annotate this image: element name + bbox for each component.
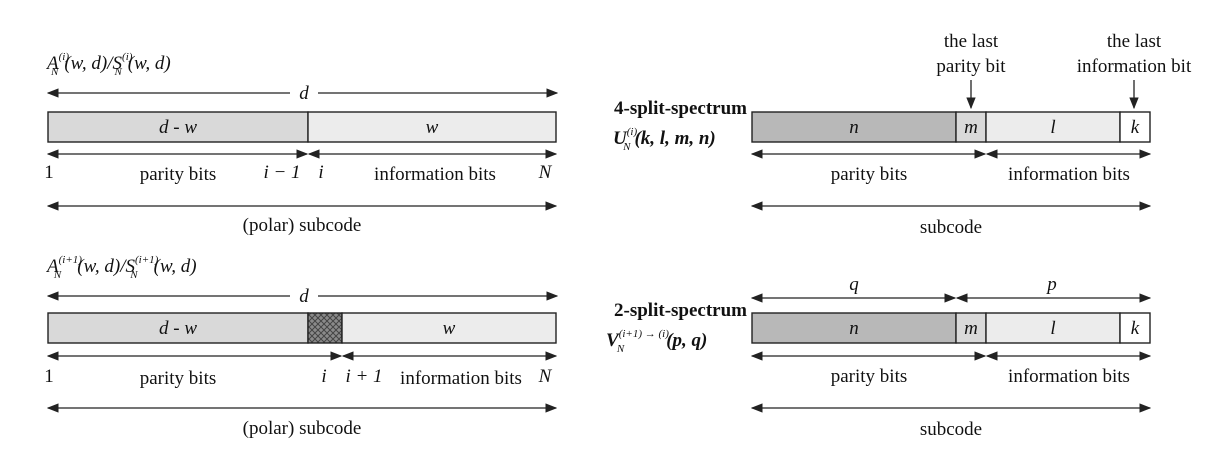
right-bottom-panel: q p 2-split-spectrum V(i+1) → (i)N(p, q)… [606, 274, 1152, 440]
right-bottom-seg-k [1119, 312, 1151, 344]
right-top-label-m: m [964, 117, 978, 138]
left-bottom-info-segment [341, 312, 557, 344]
right-bottom-q-label: q [849, 274, 859, 295]
right-bottom-info-label: information bits [1008, 366, 1130, 387]
left-top-panel: A(i)N(w, d)/S(i)N(w, d) d d - w w 1 pari… [44, 51, 559, 236]
left-bottom-idx-N: N [538, 366, 553, 387]
right-bottom-label-l: l [1050, 318, 1055, 339]
left-top-seg-dw: d - w [159, 117, 197, 138]
left-top-idx-i: i [318, 162, 323, 183]
left-bottom-idx-i: i [321, 366, 326, 387]
left-bottom-panel: A(i+1)N(w, d)/S(i+1)N(w, d) d d - w w 1 … [44, 254, 559, 439]
last-info-line2: information bit [1077, 56, 1192, 77]
left-bottom-hatched-bit [307, 312, 343, 344]
right-bottom-label-m: m [964, 318, 978, 339]
last-info-line1: the last [1107, 31, 1162, 52]
left-bottom-d-label: d [299, 286, 309, 307]
left-bottom-idx-1: 1 [44, 366, 54, 387]
left-top-idx-1: 1 [44, 162, 54, 183]
right-top-formula: U(i)N(k, l, m, n) [613, 126, 716, 153]
right-top-label-k: k [1131, 117, 1140, 138]
right-bottom-seg-m [955, 312, 987, 344]
left-bottom-info-label: information bits [400, 368, 522, 389]
right-top-seg-n [751, 111, 957, 143]
left-top-formula: A(i)N(w, d)/S(i)N(w, d) [45, 51, 171, 78]
right-top-subcode-label: subcode [920, 217, 982, 238]
right-top-parity-label: parity bits [831, 164, 908, 185]
left-bottom-parity-label: parity bits [140, 368, 217, 389]
left-top-d-label-bg [290, 84, 318, 102]
right-bottom-parity-label: parity bits [831, 366, 908, 387]
right-bottom-p-label: p [1045, 274, 1057, 295]
left-bottom-formula: A(i+1)N(w, d)/S(i+1)N(w, d) [45, 254, 197, 281]
right-bottom-label-k: k [1131, 318, 1140, 339]
left-top-info-label: information bits [374, 164, 496, 185]
right-top-info-label: information bits [1008, 164, 1130, 185]
left-top-parity-label: parity bits [140, 164, 217, 185]
right-bottom-seg-n [751, 312, 957, 344]
last-parity-line2: parity bit [936, 56, 1006, 77]
right-bottom-formula: V(i+1) → (i)N(p, q) [606, 328, 707, 355]
left-top-idx-i-minus-1: i − 1 [263, 162, 300, 183]
right-bottom-subcode-label: subcode [920, 419, 982, 440]
right-top-seg-k [1119, 111, 1151, 143]
right-bottom-seg-l [985, 312, 1121, 344]
last-parity-line1: the last [944, 31, 999, 52]
left-top-seg-w: w [426, 117, 439, 138]
left-bottom-subcode-label: (polar) subcode [243, 418, 362, 439]
left-top-info-segment [307, 111, 557, 143]
left-top-subcode-label: (polar) subcode [243, 215, 362, 236]
right-top-label-l: l [1050, 117, 1055, 138]
left-bottom-parity-segment [47, 312, 309, 344]
left-bottom-seg-w: w [443, 318, 456, 339]
right-top-label-n: n [849, 117, 859, 138]
left-top-idx-N: N [538, 162, 553, 183]
left-bottom-d-label-bg [290, 287, 318, 305]
right-bottom-title: 2-split-spectrum [614, 300, 747, 321]
right-top-seg-m [955, 111, 987, 143]
right-top-panel: the last parity bit the last information… [613, 31, 1192, 238]
left-top-d-label: d [299, 83, 309, 104]
right-bottom-label-n: n [849, 318, 859, 339]
left-bottom-idx-i-plus-1: i + 1 [345, 366, 382, 387]
right-top-title: 4-split-spectrum [614, 98, 747, 119]
left-bottom-seg-dw: d - w [159, 318, 197, 339]
